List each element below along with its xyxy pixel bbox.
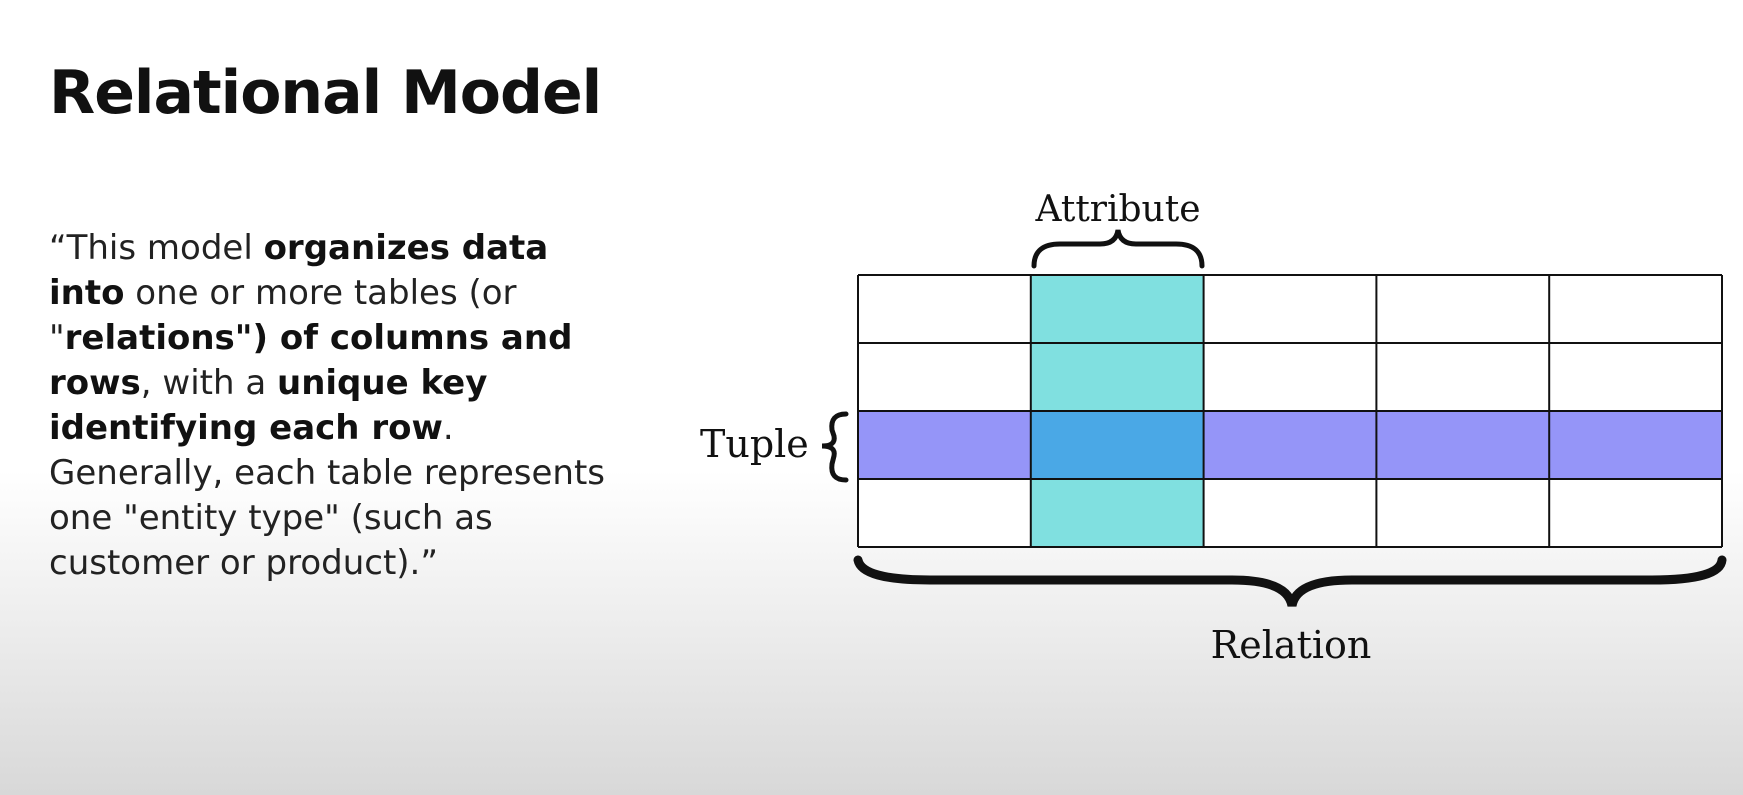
tuple-cell [1376, 411, 1550, 479]
definition-quote: “This model organizes data into one or m… [49, 226, 609, 586]
table-cell [1549, 479, 1722, 547]
table-cell [1376, 479, 1550, 547]
slide-title: Relational Model [49, 58, 602, 128]
quote-text: one or more tables (or " [49, 273, 517, 358]
table-cell [1549, 343, 1722, 411]
quote-emphasis: organizes data into [49, 228, 549, 313]
table-cell [1376, 275, 1550, 343]
tuple-brace [821, 411, 849, 483]
relation-brace [853, 555, 1727, 608]
quote-text: . Generally, each table represents one "… [49, 408, 606, 583]
quote-emphasis: relations") of columns and rows [49, 318, 573, 403]
quote-emphasis: unique key identifying each row [49, 363, 488, 448]
table-cell [858, 343, 1031, 411]
table-cell [1203, 343, 1377, 411]
table-cell [1549, 275, 1722, 343]
quote-text: “This model [49, 228, 264, 268]
tuple-cell [858, 411, 1031, 479]
attribute-label: Attribute [1034, 189, 1200, 230]
table-cells [858, 275, 1722, 547]
tuple-cell [1203, 411, 1377, 479]
intersection-cell [1030, 411, 1204, 479]
table-cell [1203, 275, 1377, 343]
relation-label: Relation [1211, 623, 1372, 667]
table-cell [1376, 343, 1550, 411]
attribute-cell [1030, 479, 1204, 547]
attribute-cell [1030, 275, 1204, 343]
attribute-cell [1030, 343, 1204, 411]
tuple-label: Tuple [700, 422, 809, 466]
tuple-cell [1549, 411, 1722, 479]
attribute-brace [1031, 229, 1205, 269]
table-grid [857, 274, 1723, 548]
table-cell [858, 479, 1031, 547]
table-cell [1203, 479, 1377, 547]
table-cell [858, 275, 1031, 343]
quote-text: , with a [140, 363, 277, 403]
